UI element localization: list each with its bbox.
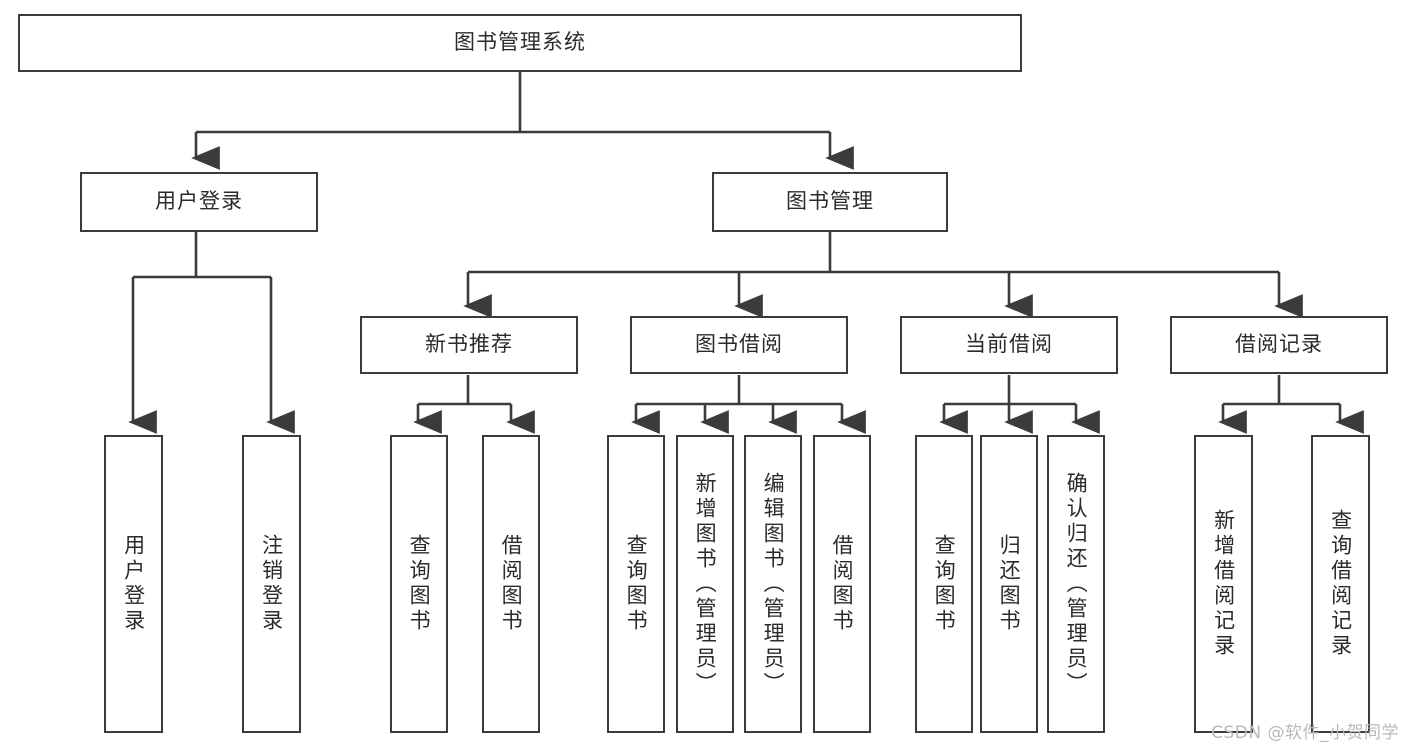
node-user-login[interactable]: 用户登录 <box>80 172 318 232</box>
node-leaf-borrow-book-1[interactable]: 借阅图书 <box>482 435 540 733</box>
node-leaf-user-login[interactable]: 用户登录 <box>104 435 163 733</box>
node-leaf-add-book[interactable]: 新增图书（管理员） <box>676 435 734 733</box>
node-leaf-logout-label: 注销登录 <box>259 534 284 634</box>
node-book-manage[interactable]: 图书管理 <box>712 172 948 232</box>
node-root-label: 图书管理系统 <box>454 30 586 55</box>
node-leaf-query-book-1[interactable]: 查询图书 <box>390 435 448 733</box>
node-leaf-return-book-label: 归还图书 <box>997 534 1022 634</box>
node-leaf-user-login-label: 用户登录 <box>121 534 146 634</box>
node-leaf-query-book-2-label: 查询图书 <box>624 534 649 634</box>
node-leaf-edit-book[interactable]: 编辑图书（管理员） <box>744 435 802 733</box>
node-leaf-confirm-return-label: 确认归还（管理员） <box>1064 471 1089 697</box>
node-book-manage-label: 图书管理 <box>786 189 874 214</box>
node-borrow-record-label: 借阅记录 <box>1235 332 1323 357</box>
node-leaf-query-book-3[interactable]: 查询图书 <box>915 435 973 733</box>
node-leaf-add-record-label: 新增借阅记录 <box>1211 509 1236 659</box>
node-leaf-query-record-label: 查询借阅记录 <box>1328 509 1353 659</box>
node-book-borrow-label: 图书借阅 <box>695 332 783 357</box>
node-user-login-label: 用户登录 <box>155 189 243 214</box>
node-leaf-query-record[interactable]: 查询借阅记录 <box>1311 435 1370 733</box>
node-leaf-borrow-book-1-label: 借阅图书 <box>499 534 524 634</box>
node-current-borrow[interactable]: 当前借阅 <box>900 316 1118 374</box>
node-leaf-add-book-label: 新增图书（管理员） <box>693 471 718 697</box>
node-leaf-edit-book-label: 编辑图书（管理员） <box>761 471 786 697</box>
node-leaf-borrow-book-2-label: 借阅图书 <box>830 534 855 634</box>
node-root[interactable]: 图书管理系统 <box>18 14 1022 72</box>
csdn-watermark: CSDN @软件_小贺同学 <box>1211 723 1399 743</box>
node-borrow-record[interactable]: 借阅记录 <box>1170 316 1388 374</box>
node-current-borrow-label: 当前借阅 <box>965 332 1053 357</box>
node-book-borrow[interactable]: 图书借阅 <box>630 316 848 374</box>
node-new-book-recommend[interactable]: 新书推荐 <box>360 316 578 374</box>
node-leaf-borrow-book-2[interactable]: 借阅图书 <box>813 435 871 733</box>
node-new-book-recommend-label: 新书推荐 <box>425 332 513 357</box>
node-leaf-logout[interactable]: 注销登录 <box>242 435 301 733</box>
node-leaf-confirm-return[interactable]: 确认归还（管理员） <box>1047 435 1105 733</box>
node-leaf-add-record[interactable]: 新增借阅记录 <box>1194 435 1253 733</box>
node-leaf-query-book-1-label: 查询图书 <box>407 534 432 634</box>
node-leaf-query-book-2[interactable]: 查询图书 <box>607 435 665 733</box>
node-leaf-return-book[interactable]: 归还图书 <box>980 435 1038 733</box>
node-leaf-query-book-3-label: 查询图书 <box>932 534 957 634</box>
